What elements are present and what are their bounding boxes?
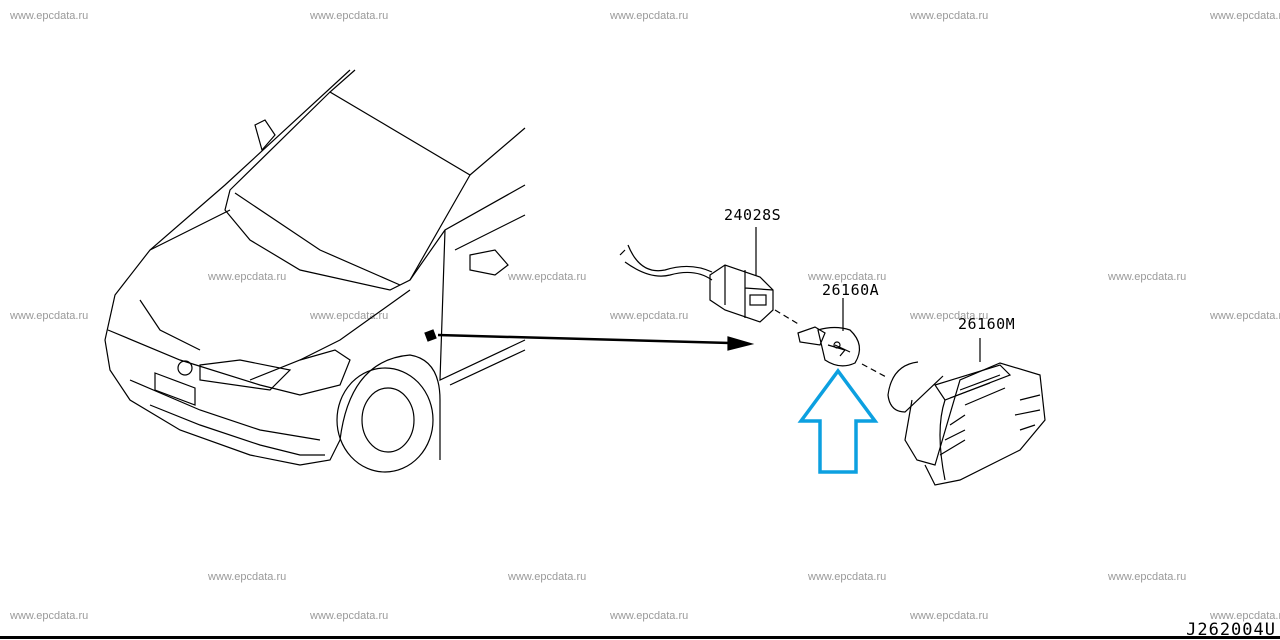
watermark: www.epcdata.ru — [610, 10, 689, 22]
part-label-connector[interactable]: 24028S — [724, 206, 782, 224]
part-label-side-lamp[interactable]: 26160M — [958, 315, 1016, 333]
watermark: www.epcdata.ru — [10, 10, 89, 22]
watermark: www.epcdata.ru — [1210, 310, 1280, 322]
bottom-divider — [0, 636, 1280, 639]
watermark: www.epcdata.ru — [508, 271, 587, 283]
watermark: www.epcdata.ru — [610, 310, 689, 322]
bulb-drawing — [797, 298, 889, 379]
watermark: www.epcdata.ru — [1210, 10, 1280, 22]
watermark: www.epcdata.ru — [10, 310, 89, 322]
connector-drawing — [619, 227, 801, 326]
watermark: www.epcdata.ru — [10, 610, 89, 622]
car-illustration — [104, 69, 526, 473]
watermark: www.epcdata.ru — [1108, 271, 1187, 283]
watermark: www.epcdata.ru — [610, 610, 689, 622]
highlight-up-arrow — [797, 368, 879, 474]
side-lamp-drawing — [887, 338, 1046, 486]
watermark: www.epcdata.ru — [310, 10, 389, 22]
watermark: www.epcdata.ru — [910, 610, 989, 622]
watermark: www.epcdata.ru — [310, 610, 389, 622]
watermark: www.epcdata.ru — [910, 310, 989, 322]
watermark: www.epcdata.ru — [1210, 610, 1280, 622]
watermark: www.epcdata.ru — [208, 571, 287, 583]
watermark: www.epcdata.ru — [1108, 571, 1187, 583]
watermark: www.epcdata.ru — [208, 271, 287, 283]
diagram-code: J262004U — [1186, 620, 1276, 640]
watermark: www.epcdata.ru — [910, 10, 989, 22]
watermark: www.epcdata.ru — [808, 271, 887, 283]
watermark: www.epcdata.ru — [808, 571, 887, 583]
watermark: www.epcdata.ru — [508, 571, 587, 583]
location-pointer-arrow — [437, 333, 755, 351]
part-label-bulb[interactable]: 26160A — [822, 281, 880, 299]
